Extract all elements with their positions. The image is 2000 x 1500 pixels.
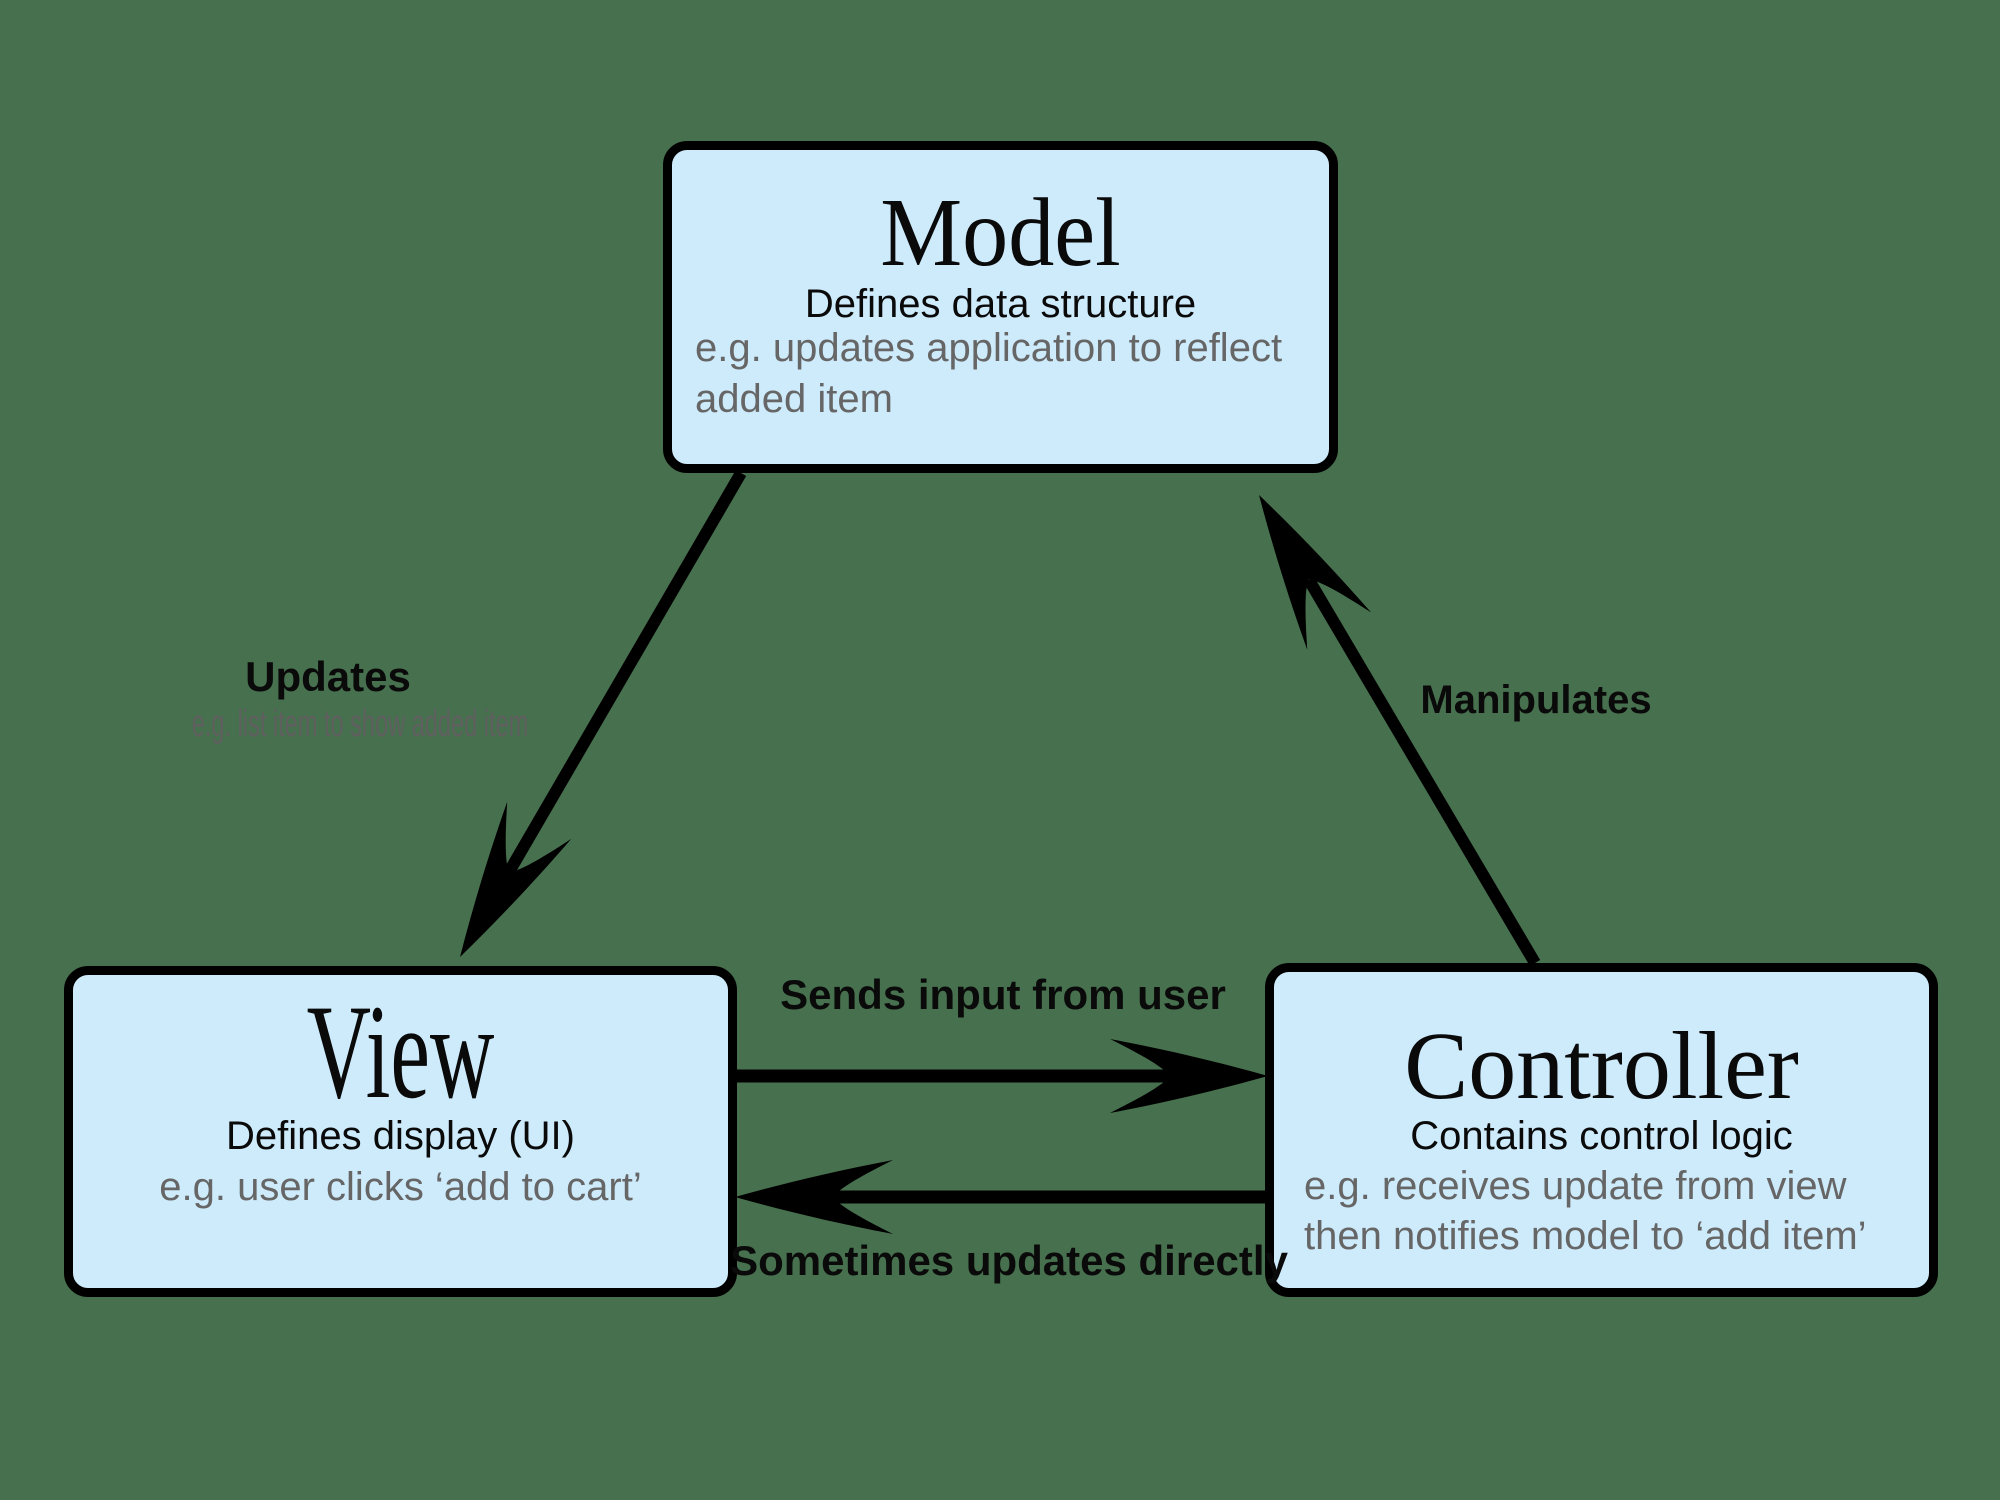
view-subtitle: Defines display (UI) bbox=[225, 1114, 575, 1158]
view-node: View Defines display (UI) e.g. user clic… bbox=[64, 966, 737, 1297]
model-example-line: added item bbox=[695, 377, 893, 422]
manipulates-label: Manipulates bbox=[1420, 678, 1652, 722]
view-example-line: e.g. user clicks ‘add to cart’ bbox=[159, 1165, 642, 1209]
model-subtitle: Defines data structure bbox=[804, 282, 1197, 326]
view-example: e.g. user clicks ‘add to cart’ bbox=[73, 1162, 728, 1213]
model-title: Model bbox=[880, 179, 1121, 287]
arrow-controller-to-model-shaft bbox=[1303, 576, 1541, 967]
view-title: View bbox=[306, 978, 495, 1127]
controller-title: Controller bbox=[1404, 1012, 1799, 1119]
model-example-line: e.g. updates application to reflect bbox=[695, 326, 1283, 370]
updates-sublabel: e.g. list item to show added item bbox=[191, 703, 529, 745]
arrow-model-to-view-head bbox=[427, 801, 572, 976]
model-node: Model Defines data structure e.g. update… bbox=[663, 141, 1338, 473]
controller-example-line: then notifies model to ‘add item’ bbox=[1304, 1214, 1867, 1258]
controller-node: Controller Contains control logic e.g. r… bbox=[1265, 963, 1938, 1297]
sometimes-updates-label: Sometimes updates directly bbox=[730, 1237, 1288, 1284]
updates-label: Updates bbox=[245, 653, 411, 700]
controller-example: e.g. receives update from view then noti… bbox=[1274, 1161, 1929, 1261]
controller-subtitle: Contains control logic bbox=[1410, 1114, 1793, 1158]
arrow-controller-to-model-head bbox=[1227, 476, 1372, 650]
sends-input-label: Sends input from user bbox=[780, 971, 1226, 1018]
arrow-model-to-view-shaft bbox=[503, 469, 747, 876]
model-example: e.g. updates application to reflect adde… bbox=[672, 323, 1329, 425]
controller-example-line: e.g. receives update from view bbox=[1304, 1164, 1847, 1208]
